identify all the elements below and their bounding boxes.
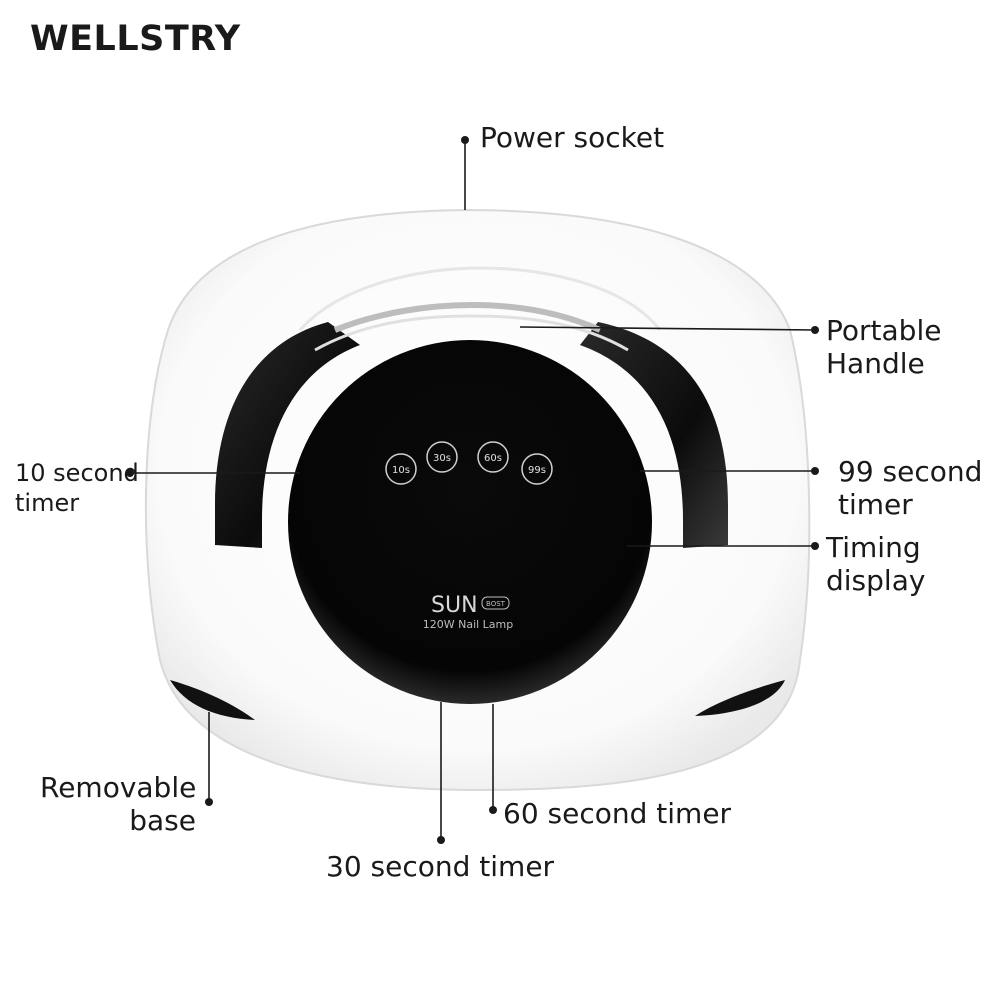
ninety-nine-second-timer-label: 99 second timer — [838, 455, 983, 521]
portable-handle-label: Portable Handle — [826, 314, 942, 380]
lamp-subtitle: 120W Nail Lamp — [423, 618, 514, 631]
sixty-second-timer-label: 60 second timer — [503, 797, 732, 830]
portable-handle-line — [519, 326, 816, 331]
thirty-second-timer-label: 30 second timer — [326, 850, 555, 883]
callout-lines — [130, 140, 816, 840]
power-socket-label: Power socket — [480, 121, 665, 154]
timing-display-label: Timing display — [826, 531, 926, 597]
portable-handle — [215, 322, 360, 548]
handle-band — [333, 301, 602, 333]
control-panel — [288, 340, 652, 704]
lamp-logo-badge-outline — [481, 596, 510, 610]
removable-base-left — [170, 680, 255, 720]
callout-dots — [126, 136, 819, 844]
portable-handle-right — [580, 322, 728, 548]
button-99s-label: 99s — [528, 465, 546, 476]
inner-ring — [298, 266, 662, 331]
button-60s[interactable]: 60s — [477, 441, 509, 473]
lamp-logo-badge: BOST — [486, 600, 506, 608]
button-10s-label: 10s — [392, 465, 410, 476]
removable-base-label: Removable base — [40, 771, 197, 837]
lamp-logo-text: SUN — [431, 593, 478, 618]
button-60s-label: 60s — [484, 453, 502, 464]
ten-second-timer-label: 10 second timer — [15, 459, 139, 517]
brand-logo: WELLSTRY — [30, 19, 241, 59]
button-99s[interactable]: 99s — [521, 453, 553, 485]
button-30s[interactable]: 30s — [426, 441, 458, 473]
button-30s-label: 30s — [433, 453, 451, 464]
removable-base-right — [695, 680, 785, 716]
button-10s[interactable]: 10s — [385, 453, 417, 485]
